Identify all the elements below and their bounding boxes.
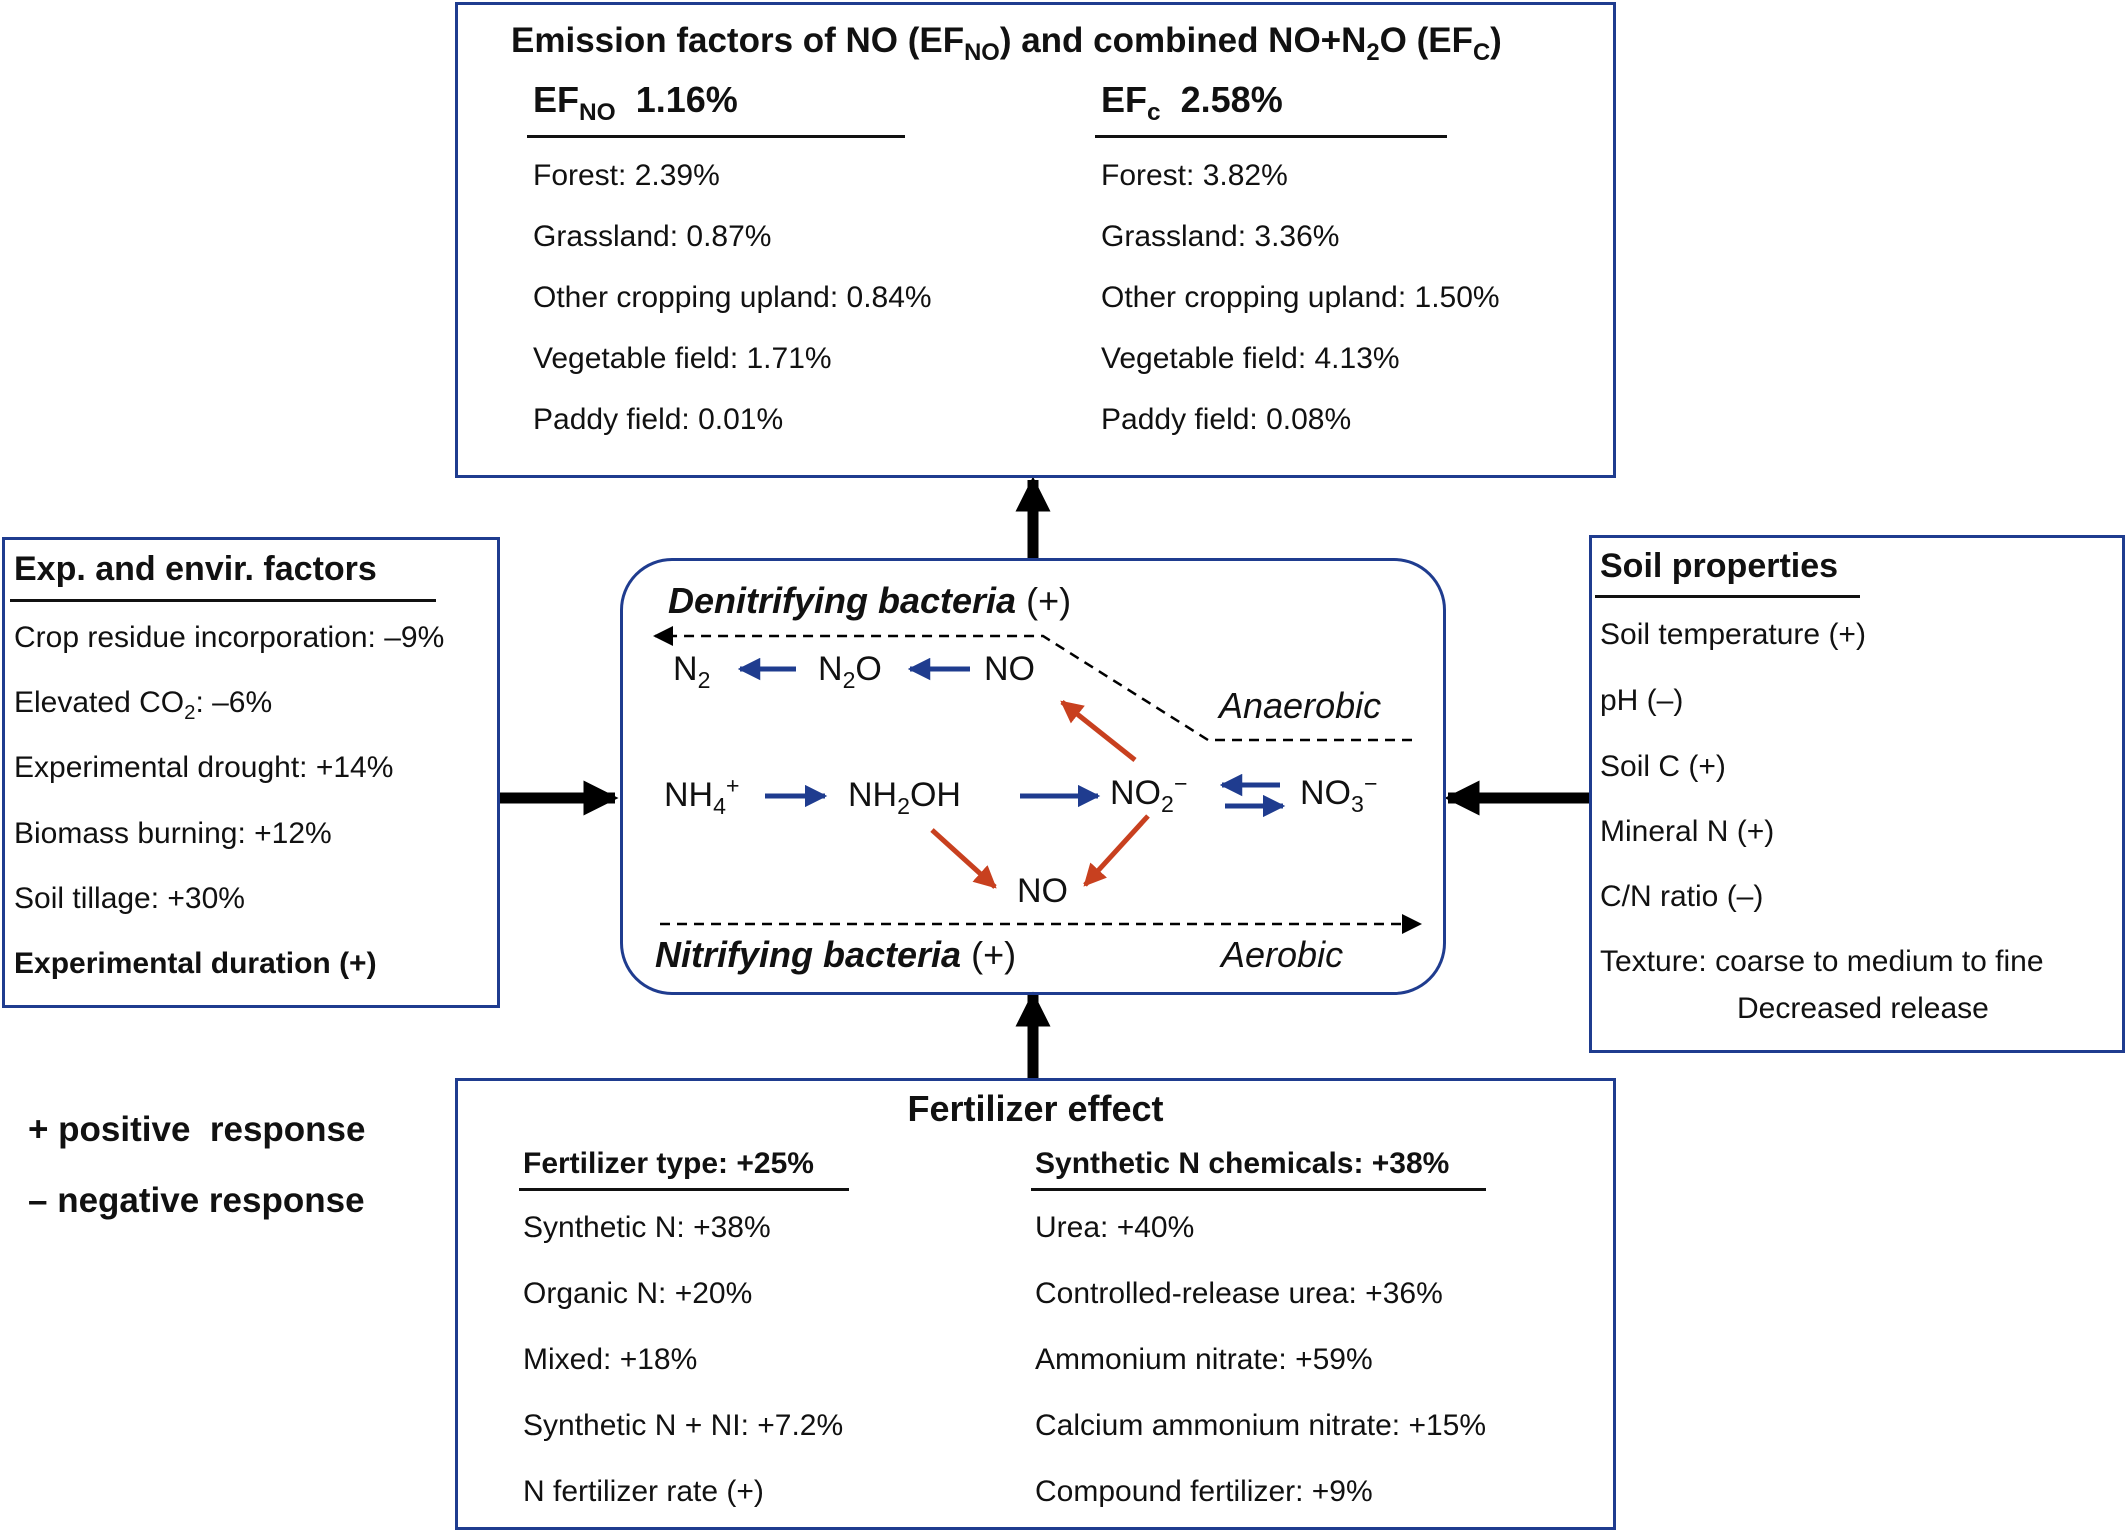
list-item: Controlled-release urea: +36% <box>1035 1277 1443 1310</box>
species-n2: N2 <box>673 650 711 693</box>
species-no-bottom: NO <box>1017 872 1068 910</box>
species-no3: NO3− <box>1300 770 1378 817</box>
texture-item: Texture: coarse to medium to fine <box>1600 945 2044 978</box>
synthetic-chem-underline <box>1031 1188 1486 1191</box>
list-item: Experimental duration (+) <box>14 947 377 980</box>
efno-heading: EFNO 1.16% <box>533 79 738 127</box>
texture-note: Decreased release <box>1737 992 1989 1025</box>
list-item: Forest: 2.39% <box>533 159 720 192</box>
exp-envir-box: Exp. and envir. factors Crop residue inc… <box>2 537 500 1008</box>
list-item: Grassland: 0.87% <box>533 220 772 253</box>
list-item: Mineral N (+) <box>1600 815 1775 848</box>
denitrifying-dashed-path <box>653 626 1412 742</box>
list-item: Grassland: 3.36% <box>1101 220 1340 253</box>
list-item: Experimental drought: +14% <box>14 751 394 784</box>
fertilizer-effect-box: Fertilizer effect Fertilizer type: +25% … <box>455 1078 1616 1530</box>
list-item: Biomass burning: +12% <box>14 817 332 850</box>
species-nh4: NH4+ <box>664 772 740 819</box>
list-item: pH (–) <box>1600 684 1684 717</box>
list-item: Other cropping upland: 0.84% <box>533 281 932 314</box>
fertilizer-title: Fertilizer effect <box>907 1088 1164 1129</box>
list-item: Synthetic N: +38% <box>523 1211 771 1244</box>
efc-underline <box>1095 135 1447 138</box>
arrow-nh2oh-to-no <box>930 828 997 889</box>
list-item: Forest: 3.82% <box>1101 159 1288 192</box>
list-item: Calcium ammonium nitrate: +15% <box>1035 1409 1487 1442</box>
list-item: Synthetic N + NI: +7.2% <box>523 1409 844 1442</box>
emission-title: Emission factors of NO (EFNO) and combin… <box>511 21 1502 66</box>
list-item: Soil temperature (+) <box>1600 618 1866 651</box>
list-item: Soil C (+) <box>1600 750 1726 783</box>
emission-factors-box: Emission factors of NO (EFNO) and combin… <box>455 2 1616 478</box>
anaerobic-label: Anaerobic <box>1219 685 1382 726</box>
list-item: Compound fertilizer: +9% <box>1035 1475 1373 1508</box>
species-nh2oh: NH2OH <box>848 776 961 819</box>
species-no-top: NO <box>984 650 1035 688</box>
list-item: Vegetable field: 1.71% <box>533 342 832 375</box>
list-item: Ammonium nitrate: +59% <box>1035 1343 1373 1376</box>
arrow-no2-to-no-top <box>1060 700 1137 762</box>
list-item: Other cropping upland: 1.50% <box>1101 281 1500 314</box>
denitrifying-label: Denitrifying bacteria (+) <box>668 580 1072 621</box>
list-item: Soil tillage: +30% <box>14 882 245 915</box>
legend-negative: – negative response <box>28 1181 365 1220</box>
nitrogen-process-box: Denitrifying bacteria (+) Anaerobic Nitr… <box>620 558 1446 995</box>
exp-title: Exp. and envir. factors <box>14 550 377 588</box>
synthetic-chem-title: Synthetic N chemicals: +38% <box>1035 1147 1450 1180</box>
list-item: Organic N: +20% <box>523 1277 753 1310</box>
soil-properties-box: Soil properties Soil temperature (+) pH … <box>1589 535 2125 1053</box>
list-item: Urea: +40% <box>1035 1211 1195 1244</box>
efc-heading: EFc 2.58% <box>1101 79 1283 127</box>
fertilizer-type-underline <box>519 1188 849 1191</box>
fertilizer-type-title: Fertilizer type: +25% <box>523 1147 814 1180</box>
list-item: Paddy field: 0.01% <box>533 403 784 436</box>
efno-underline <box>527 135 905 138</box>
list-item: Elevated CO2: –6% <box>14 686 273 724</box>
exp-title-underline <box>10 599 436 602</box>
soil-title-underline <box>1595 595 1860 598</box>
legend-positive: + positive response <box>28 1110 366 1149</box>
nitrifying-label: Nitrifying bacteria (+) <box>655 934 1017 975</box>
list-item: N fertilizer rate (+) <box>523 1475 764 1508</box>
list-item: Crop residue incorporation: –9% <box>14 621 445 654</box>
list-item: Paddy field: 0.08% <box>1101 403 1352 436</box>
species-n2o: N2O <box>818 650 882 693</box>
soil-title: Soil properties <box>1600 547 1839 585</box>
species-no2: NO2− <box>1110 770 1188 817</box>
list-item: Vegetable field: 4.13% <box>1101 342 1400 375</box>
list-item: C/N ratio (–) <box>1600 880 1764 913</box>
list-item: Mixed: +18% <box>523 1343 698 1376</box>
arrow-no2-to-no-bottom <box>1083 814 1150 887</box>
aerobic-label: Aerobic <box>1221 934 1344 975</box>
